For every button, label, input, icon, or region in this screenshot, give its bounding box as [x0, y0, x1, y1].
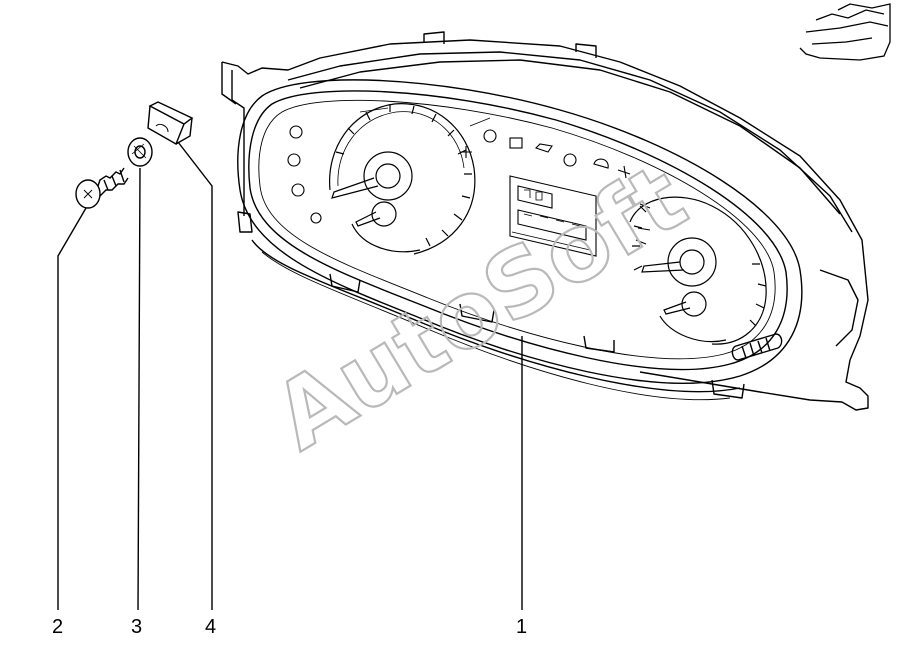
callout-2: 2 [52, 616, 64, 638]
callout-1: 1 [516, 616, 528, 638]
speedometer-gauge [329, 103, 476, 255]
part-4-clip [147, 101, 194, 146]
tachometer-gauge [629, 196, 767, 345]
warning-lamps [287, 125, 651, 245]
leader-line-3 [137, 167, 141, 611]
corner-fragment [799, 3, 891, 61]
central-display [509, 175, 597, 257]
callout-3: 3 [131, 616, 143, 638]
callout-4: 4 [205, 616, 217, 638]
leader-lines [57, 141, 523, 611]
leader-line-4 [177, 141, 213, 610]
watermark: AutoSoft [256, 144, 703, 471]
leader-line-2 [57, 207, 87, 610]
part-2-screw [75, 167, 129, 209]
part-3-washer [127, 137, 153, 167]
